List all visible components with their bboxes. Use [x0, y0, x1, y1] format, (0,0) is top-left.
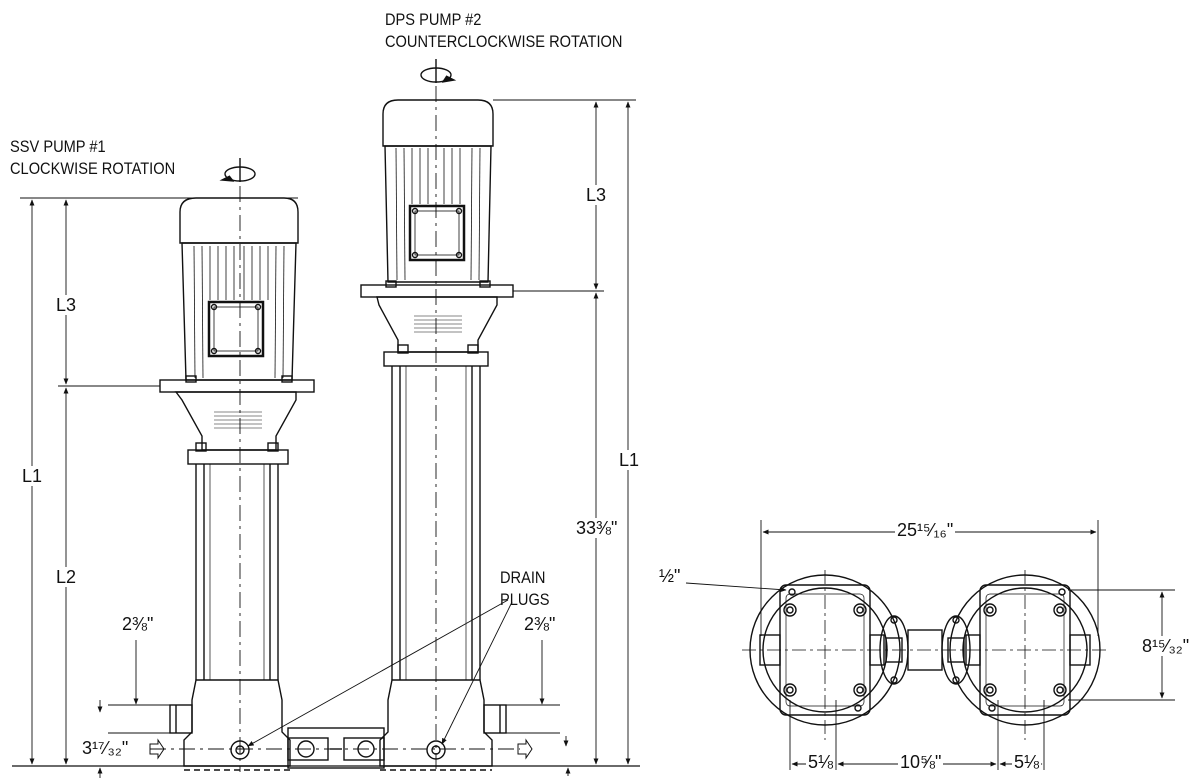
dimension-right-offset: 5⅛ — [1012, 752, 1042, 772]
manifold-pipe — [287, 727, 385, 769]
dimension-l1-left: L1 — [20, 466, 45, 486]
dps-pump-front-view — [360, 59, 514, 771]
dimension-base-offset: 3¹⁷⁄₃₂" — [80, 738, 131, 758]
dimension-inlet-left: 2⅜" — [120, 614, 156, 634]
dimension-center-spacing: 10⅝" — [898, 752, 944, 772]
ssv-pump-title: SSV PUMP #1 — [10, 137, 106, 156]
drain-label: DRAIN — [500, 568, 546, 587]
plugs-label: PLUGS — [500, 590, 550, 609]
dimension-overall-height: 33⅜" — [574, 518, 620, 538]
dimension-l2-left: L2 — [54, 567, 79, 587]
dimension-side-depth: 8¹⁵⁄₃₂" — [1140, 636, 1192, 656]
dps-pump-title: DPS PUMP #2 — [385, 10, 482, 29]
clockwise-rotation-icon — [219, 158, 256, 182]
ssv-rotation-label: CLOCKWISE ROTATION — [10, 159, 176, 178]
dimension-l3-left: L3 — [54, 295, 79, 315]
dps-rotation-label: COUNTERCLOCKWISE ROTATION — [385, 32, 623, 51]
counterclockwise-rotation-icon — [420, 59, 457, 83]
dimension-half-inch: ½" — [657, 566, 683, 586]
dimension-inlet-right: 2⅜" — [522, 614, 558, 634]
dimension-left-offset: 5⅛ — [806, 752, 836, 772]
dimension-top-width: 25¹⁵⁄₁₆" — [895, 520, 956, 540]
dimension-l1-right: L1 — [617, 450, 642, 470]
front-dimension-lines — [20, 99, 636, 778]
ssv-pump-front-view — [159, 158, 315, 771]
dimension-l3-right: L3 — [584, 185, 609, 205]
top-view — [685, 520, 1175, 770]
